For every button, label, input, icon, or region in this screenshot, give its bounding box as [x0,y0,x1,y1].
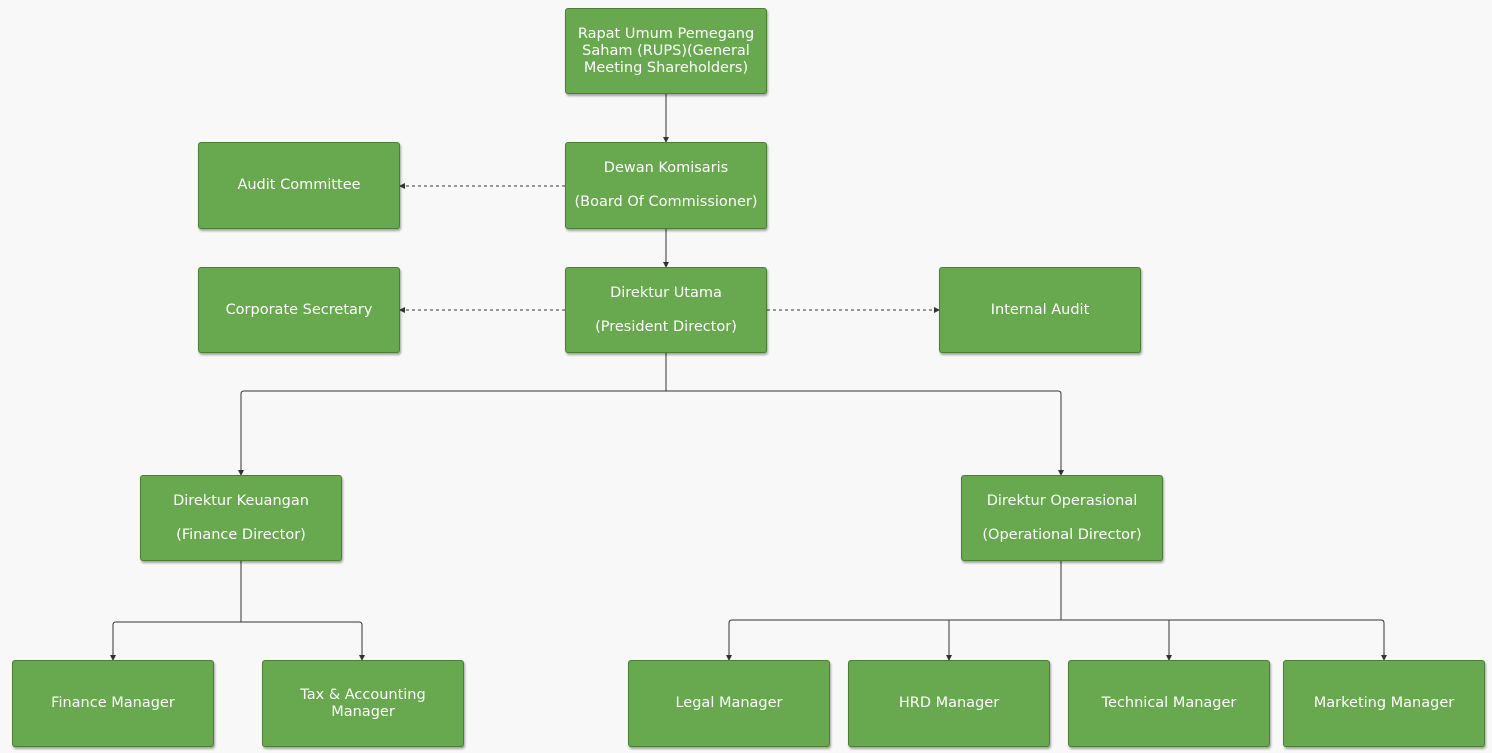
node-operational-director-subtitle: (Operational Director) [982,526,1142,543]
edge-president-to-operational-director [666,390,1064,476]
node-rups[interactable]: Rapat Umum Pemegang Saham (RUPS)(General… [565,8,767,94]
edge-operational-to-marketing-manager [1061,619,1387,661]
edge-operational-to-legal-manager [726,619,1061,661]
edge-finance-to-finance-manager [110,621,241,661]
node-legal-manager-label: Legal Manager [675,695,783,711]
node-audit-committee[interactable]: Audit Committee [198,142,400,229]
node-commissioner-subtitle: (Board Of Commissioner) [574,194,758,210]
node-board-of-commissioner[interactable]: Dewan Komisaris (Board Of Commissioner) [565,142,767,229]
node-audit-committee-label: Audit Committee [237,177,361,193]
node-technical-manager[interactable]: Technical Manager [1068,660,1270,747]
node-finance-director-title: Direktur Keuangan [173,492,309,509]
node-finance-manager-label: Finance Manager [51,695,175,711]
node-corporate-secretary-label: Corporate Secretary [225,301,373,318]
node-operational-director[interactable]: Direktur Operasional (Operational Direct… [961,475,1163,561]
node-legal-manager[interactable]: Legal Manager [628,660,830,747]
node-marketing-manager[interactable]: Marketing Manager [1283,660,1485,747]
node-marketing-manager-label: Marketing Manager [1313,695,1455,711]
node-tax-accounting-line-2: Manager [331,703,395,720]
node-internal-audit[interactable]: Internal Audit [939,267,1141,353]
node-tax-accounting-manager[interactable]: Tax & Accounting Manager [262,660,464,747]
node-president-title: Direktur Utama [610,284,722,301]
edge-president-to-finance-director [238,390,666,476]
node-finance-manager[interactable]: Finance Manager [12,660,214,747]
node-internal-audit-label: Internal Audit [990,301,1090,318]
node-corporate-secretary[interactable]: Corporate Secretary [198,267,400,353]
node-finance-director[interactable]: Direktur Keuangan (Finance Director) [140,475,342,561]
node-operational-director-title: Direktur Operasional [986,492,1138,509]
node-commissioner-title: Dewan Komisaris [603,160,729,176]
edge-finance-to-tax-manager [241,621,365,661]
node-hrd-manager[interactable]: HRD Manager [848,660,1050,747]
node-technical-manager-label: Technical Manager [1101,695,1237,711]
node-rups-line-3: Meeting Shareholders) [583,59,749,76]
node-hrd-manager-label: HRD Manager [898,695,1000,711]
node-president-director[interactable]: Direktur Utama (President Director) [565,267,767,353]
node-rups-line-2: Saham (RUPS)(General [582,42,750,59]
node-finance-director-subtitle: (Finance Director) [176,526,306,543]
node-rups-line-1: Rapat Umum Pemegang [577,25,755,42]
node-tax-accounting-line-1: Tax & Accounting [300,686,426,703]
node-president-subtitle: (President Director) [595,318,737,335]
